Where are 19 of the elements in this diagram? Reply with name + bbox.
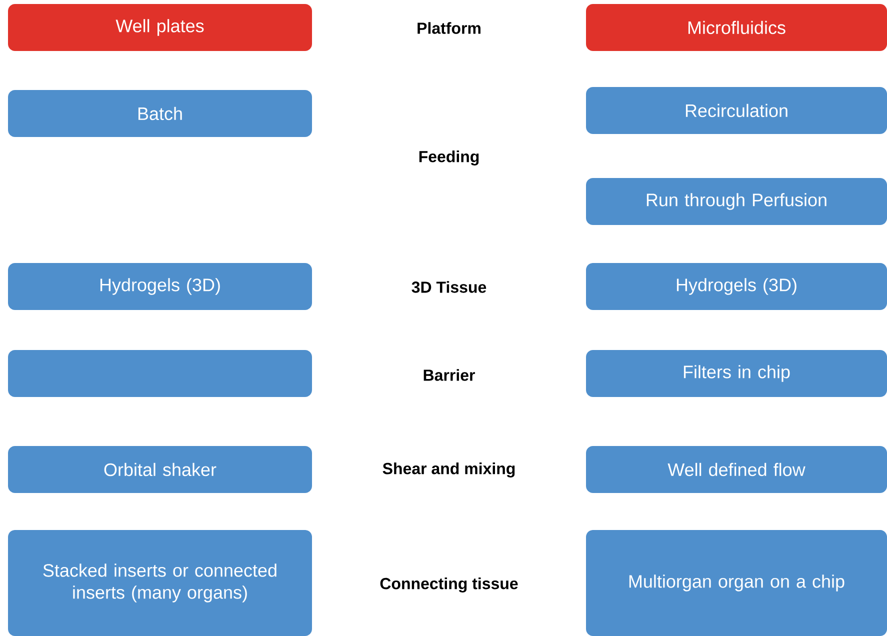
row-label: 3D Tissue: [412, 281, 486, 293]
method-box: Recirculation: [586, 87, 887, 134]
method-box: Filters in chip: [586, 350, 887, 397]
method-box: Batch: [8, 90, 312, 137]
row-label: Barrier: [424, 369, 475, 381]
platform-box: Well plates: [8, 4, 312, 51]
row-label: Connecting tissue: [380, 578, 518, 592]
method-box: Stacked inserts or connected inserts (many organs): [8, 530, 312, 636]
method-box: Run through Perfusion: [586, 178, 887, 225]
row-label: Feeding: [419, 150, 479, 166]
method-box: Orbital shaker: [8, 446, 312, 493]
method-box: [8, 350, 312, 397]
method-box: Hydrogels (3D): [8, 263, 312, 310]
method-box: Well defined flow: [586, 446, 887, 493]
row-label: Shear and mixing: [382, 462, 515, 478]
row-label: Platform: [418, 22, 480, 34]
platform-box: Microfluidics: [586, 4, 887, 51]
method-box: Multiorgan organ on a chip: [586, 530, 887, 636]
method-box: Hydrogels (3D): [586, 263, 887, 310]
